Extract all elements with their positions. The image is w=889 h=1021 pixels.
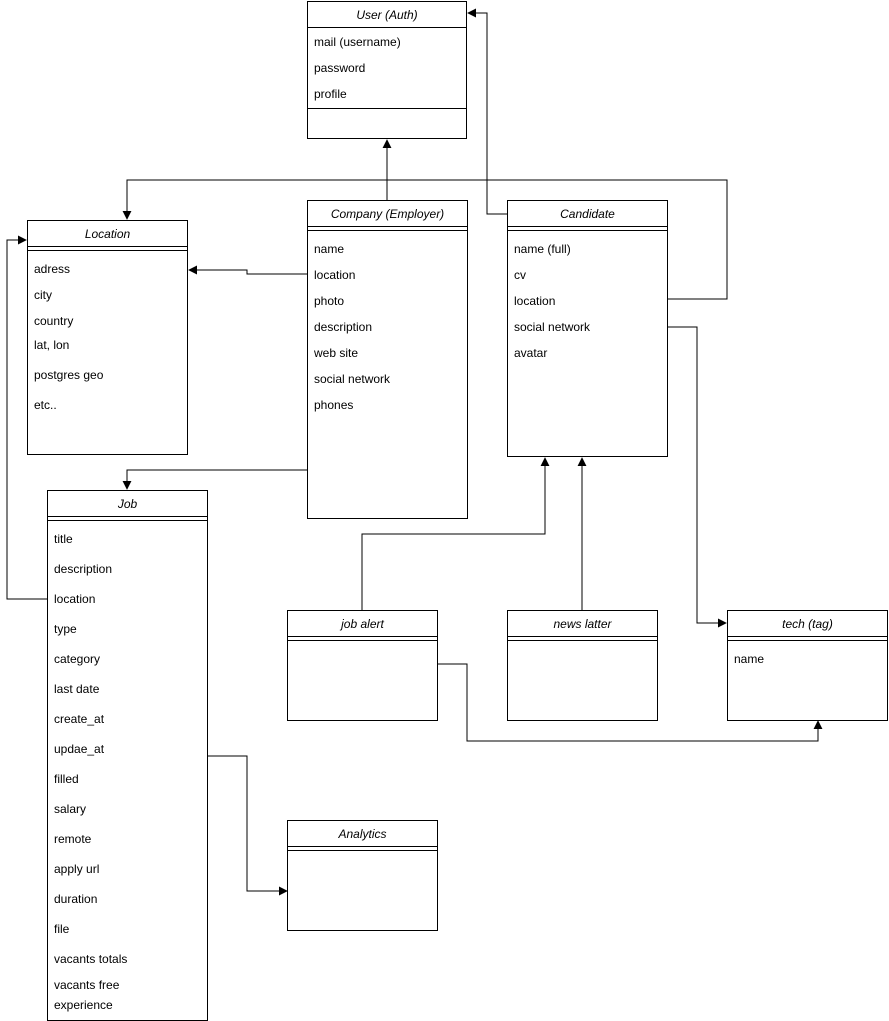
attribute: password — [314, 61, 366, 75]
separator — [288, 640, 437, 641]
separator — [48, 520, 207, 521]
entity-job-alert[interactable]: job alert — [287, 610, 438, 721]
attribute: file — [54, 922, 70, 936]
attribute: remote — [54, 832, 92, 846]
attribute: description — [314, 320, 373, 334]
attribute: location — [314, 268, 356, 282]
separator — [288, 846, 437, 847]
attribute: profile — [314, 87, 347, 101]
entity-title: job alert — [341, 617, 384, 631]
attribute: experience — [54, 998, 113, 1012]
attribute: adress — [34, 262, 71, 276]
connector-job-analytics — [207, 755, 288, 896]
attribute: etc.. — [34, 398, 57, 412]
attribute: social network — [514, 320, 591, 334]
separator — [508, 636, 657, 637]
attribute: lat, lon — [34, 338, 70, 352]
attribute: last date — [54, 682, 100, 696]
entity-news-latter[interactable]: news latter — [507, 610, 658, 721]
separator — [508, 226, 667, 227]
attribute: create_at — [54, 712, 105, 726]
attribute: social network — [314, 372, 391, 386]
attribute: category — [54, 652, 101, 666]
entity-title: User (Auth) — [356, 8, 418, 22]
entity-company[interactable]: Company (Employer) name location photo d… — [307, 200, 468, 519]
entity-title: news latter — [553, 617, 612, 631]
entity-location[interactable]: Location adress city country lat, lon po… — [27, 220, 188, 455]
attribute: web site — [314, 346, 359, 360]
separator — [308, 108, 466, 109]
attribute: title — [54, 532, 73, 546]
entity-analytics[interactable]: Analytics — [287, 820, 438, 931]
attribute: cv — [514, 268, 526, 282]
entity-title: Company (Employer) — [330, 207, 445, 221]
connector-jobalert-tech — [437, 663, 823, 742]
entity-title: Location — [84, 227, 131, 241]
entity-title: tech (tag) — [782, 617, 833, 631]
connector-candidate-location — [122, 179, 728, 300]
attribute: country — [34, 314, 74, 328]
separator — [308, 230, 467, 231]
attribute: name — [314, 242, 345, 256]
separator — [308, 226, 467, 227]
separator — [288, 850, 437, 851]
attribute: vacants free — [54, 978, 120, 992]
entity-job[interactable]: Job title description location type cate… — [47, 490, 208, 1021]
connector-company-location — [188, 265, 307, 275]
attribute: apply url — [54, 862, 100, 876]
separator — [508, 230, 667, 231]
attribute: duration — [54, 892, 98, 906]
entity-user-auth[interactable]: User (Auth) mail (username) password pro… — [307, 1, 467, 139]
separator — [28, 246, 187, 247]
attribute: photo — [314, 294, 345, 308]
entity-tech-tag[interactable]: tech (tag) name — [727, 610, 888, 721]
attribute: description — [54, 562, 113, 576]
connector-job-location — [6, 235, 47, 600]
separator — [728, 640, 887, 641]
connector-company-job — [122, 469, 307, 490]
entity-title: Analytics — [338, 827, 387, 841]
attribute: phones — [314, 398, 354, 412]
attribute: type — [54, 622, 77, 636]
attribute: postgres geo — [34, 368, 104, 382]
attribute: name (full) — [514, 242, 571, 256]
attribute: mail (username) — [314, 35, 401, 49]
attribute: vacants totals — [54, 952, 128, 966]
attribute: city — [34, 288, 52, 302]
connector-jobalert-candidate — [361, 457, 550, 610]
attribute: avatar — [514, 346, 548, 360]
attribute: location — [514, 294, 556, 308]
attribute: name — [734, 652, 765, 666]
connector-candidate-tech — [667, 326, 727, 628]
attribute: updae_at — [54, 742, 105, 756]
attribute: salary — [54, 802, 87, 816]
connector-candidate-user — [467, 8, 507, 215]
separator — [28, 250, 187, 251]
entity-title: Candidate — [560, 207, 615, 221]
attribute: location — [54, 592, 96, 606]
attribute: filled — [54, 772, 79, 786]
entity-candidate[interactable]: Candidate name (full) cv location social… — [507, 200, 668, 457]
separator — [308, 27, 466, 28]
separator — [728, 636, 887, 637]
separator — [48, 516, 207, 517]
separator — [288, 636, 437, 637]
entity-title: Job — [117, 497, 138, 511]
separator — [508, 640, 657, 641]
